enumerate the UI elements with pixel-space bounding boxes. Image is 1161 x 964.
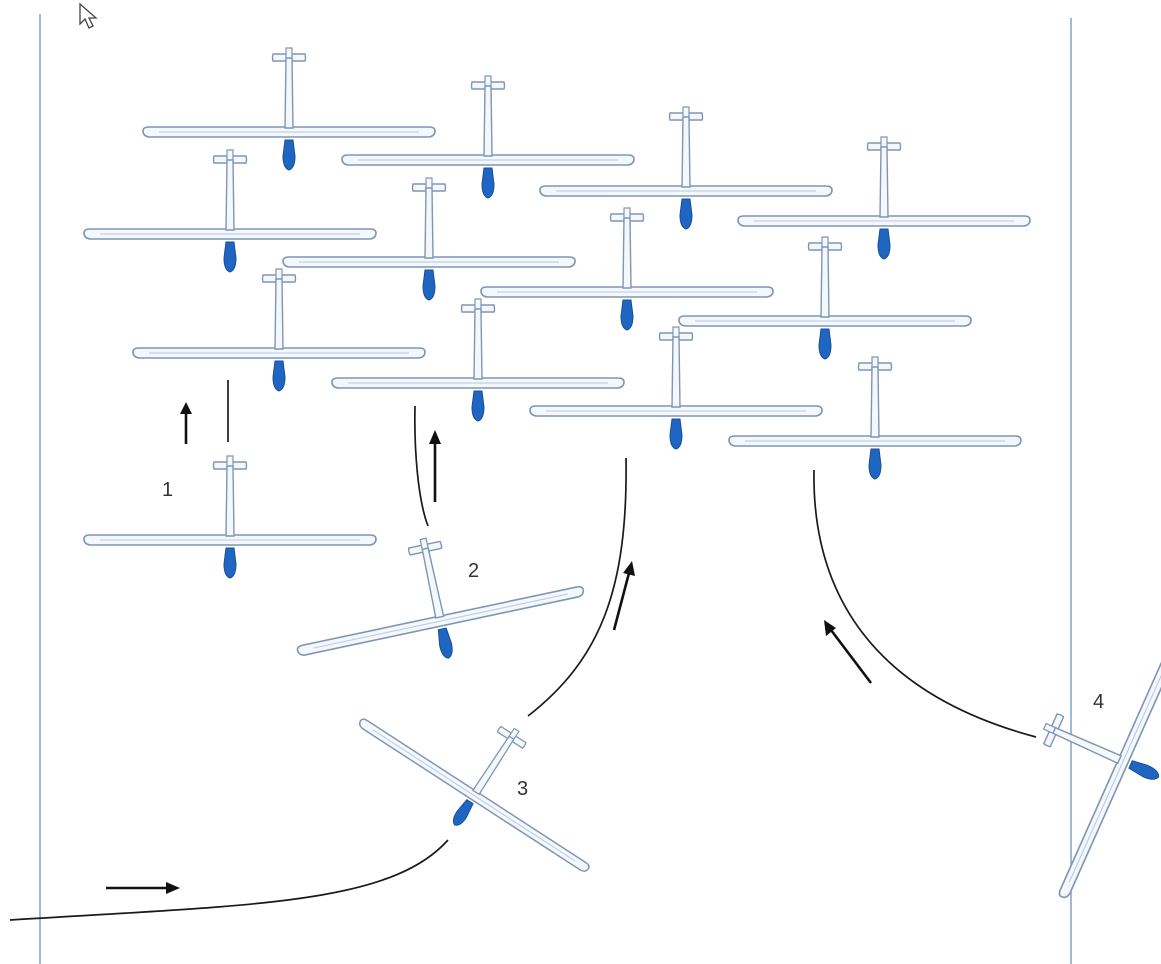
- path-2: [414, 405, 429, 527]
- formation-gliders: [83, 47, 1031, 480]
- glider-icon: [331, 298, 625, 422]
- path-3: [9, 457, 627, 921]
- arrow-icon: [612, 561, 635, 631]
- glider-label-2: 2: [468, 560, 479, 582]
- glider-label-4: 4: [1093, 691, 1104, 713]
- glider-icon: [678, 236, 972, 360]
- glider-icon: [132, 268, 426, 392]
- arrow-icon: [180, 402, 192, 444]
- arrow-icon: [106, 882, 180, 894]
- glider-icon: [340, 655, 632, 900]
- glider-icon: [142, 47, 436, 171]
- arrow-icon: [429, 430, 441, 502]
- glider-label-1: 1: [162, 479, 173, 501]
- glider-icon: [83, 149, 377, 273]
- glider-icon: [737, 136, 1031, 260]
- flight-paths: [9, 380, 1037, 921]
- glider-label-3: 3: [517, 778, 528, 800]
- mouse-pointer-icon: [79, 2, 98, 29]
- glider-icon: [83, 455, 377, 579]
- arrow-icon: [824, 620, 873, 684]
- glider-icon: [728, 356, 1022, 480]
- glider-icon: [539, 106, 833, 230]
- glider-icon: [983, 589, 1161, 914]
- glider-icon: [480, 207, 774, 331]
- path-4: [813, 469, 1037, 738]
